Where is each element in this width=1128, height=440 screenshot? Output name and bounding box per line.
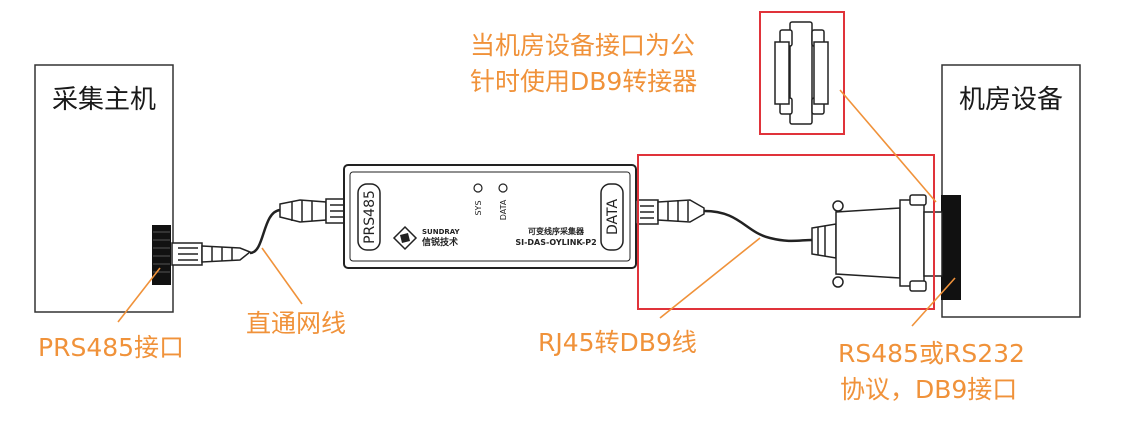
host-port (152, 225, 171, 285)
straight-cable (249, 208, 281, 255)
host-label: 采集主机 (52, 85, 156, 115)
adapter-highlight-box (759, 11, 845, 135)
host-box (34, 64, 174, 313)
adapter-note-label-2: 针时使用DB9转接器 (470, 67, 697, 96)
collector-port-left (357, 183, 381, 251)
rj45-db9-leader (659, 237, 761, 319)
rj45-plug-collector-left (279, 198, 349, 224)
room-device-label: 机房设备 (959, 85, 1063, 115)
rs-protocol-leader (911, 277, 956, 327)
db9-connector (811, 194, 943, 292)
rj45-db9-highlight-box (637, 154, 935, 310)
sundray-logo-icon (392, 225, 418, 251)
sys-led-label: SYS (474, 200, 483, 215)
rs-protocol-label-1: RS485或RS232 (838, 339, 1025, 368)
collector-device: PRS485 DATA SYS DATA SUNDRAY 信锐技术 可变线序采集… (343, 164, 637, 269)
straight-cable-leader (261, 247, 303, 305)
rs-protocol-label-2: 协议，DB9接口 (840, 375, 1017, 404)
brand-text: SUNDRAY (422, 228, 461, 236)
product-name-text: 可变线序采集器 (528, 226, 585, 236)
collector-port-right (600, 183, 624, 251)
data-led (498, 183, 508, 193)
prs485-leader (117, 267, 161, 323)
brand-cn-text: 信锐技术 (422, 236, 458, 248)
adapter-leader (839, 89, 937, 203)
rj45-db9-label: RJ45转DB9线 (538, 328, 697, 357)
rj45-db9-cable (703, 209, 813, 243)
collector-port-right-label: DATA (605, 199, 621, 235)
sys-led (473, 183, 483, 193)
model-text: SI-DAS-OYLINK-P2 (515, 238, 596, 247)
collector-port-left-label: PRS485 (362, 190, 378, 244)
device-port (941, 195, 961, 300)
prs485-port-label: PRS485接口 (38, 333, 184, 362)
straight-cable-label: 直通网线 (246, 309, 346, 338)
adapter-note-label-1: 当机房设备接口为公 (470, 31, 695, 60)
rj45-plug-host (171, 242, 252, 266)
rj45-plug-collector-right (635, 199, 705, 225)
db9-adapter (774, 21, 829, 125)
room-device-box (941, 64, 1081, 318)
data-led-label: DATA (499, 199, 508, 220)
